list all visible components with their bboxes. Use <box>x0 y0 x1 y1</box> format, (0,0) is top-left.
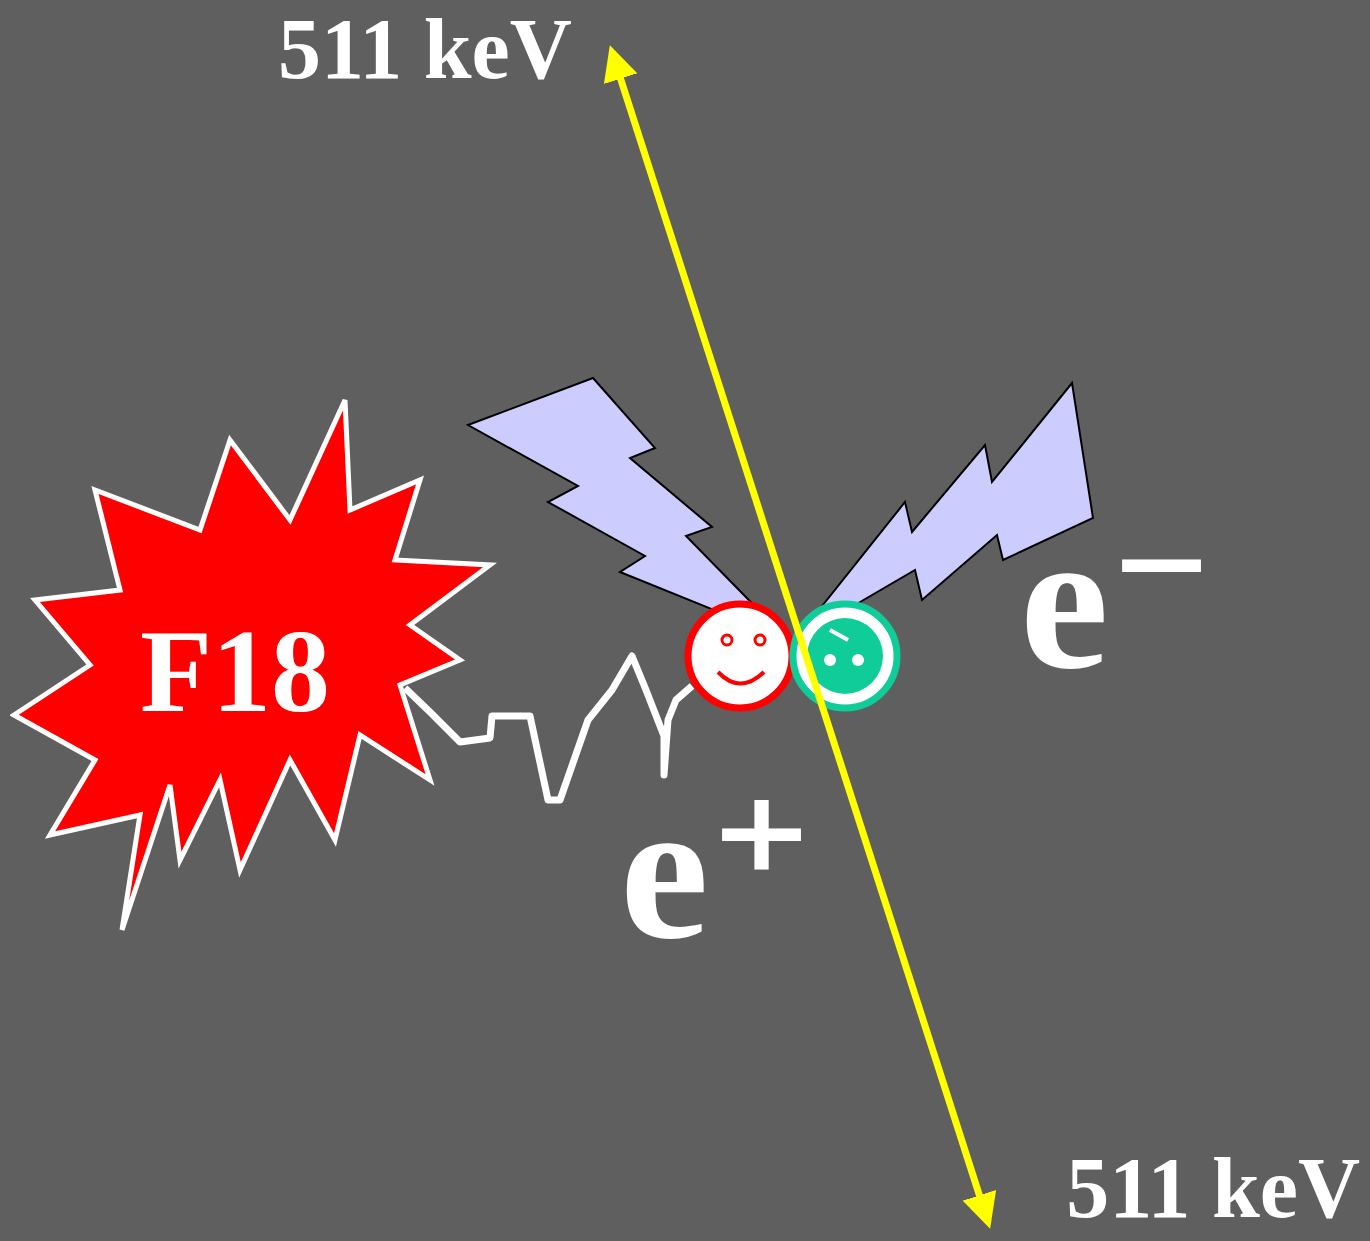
starburst-node: F18 <box>10 395 500 940</box>
electron-label: e⁻ <box>1020 500 1214 700</box>
isotope-name: F18 <box>140 613 330 731</box>
positron-circle <box>688 604 792 708</box>
energy-label: 511 keV <box>278 6 572 92</box>
gamma-ray-arrow <box>612 52 988 1222</box>
energy-label: 511 keV <box>1066 1145 1360 1231</box>
positron-label: e⁺ <box>620 770 814 970</box>
